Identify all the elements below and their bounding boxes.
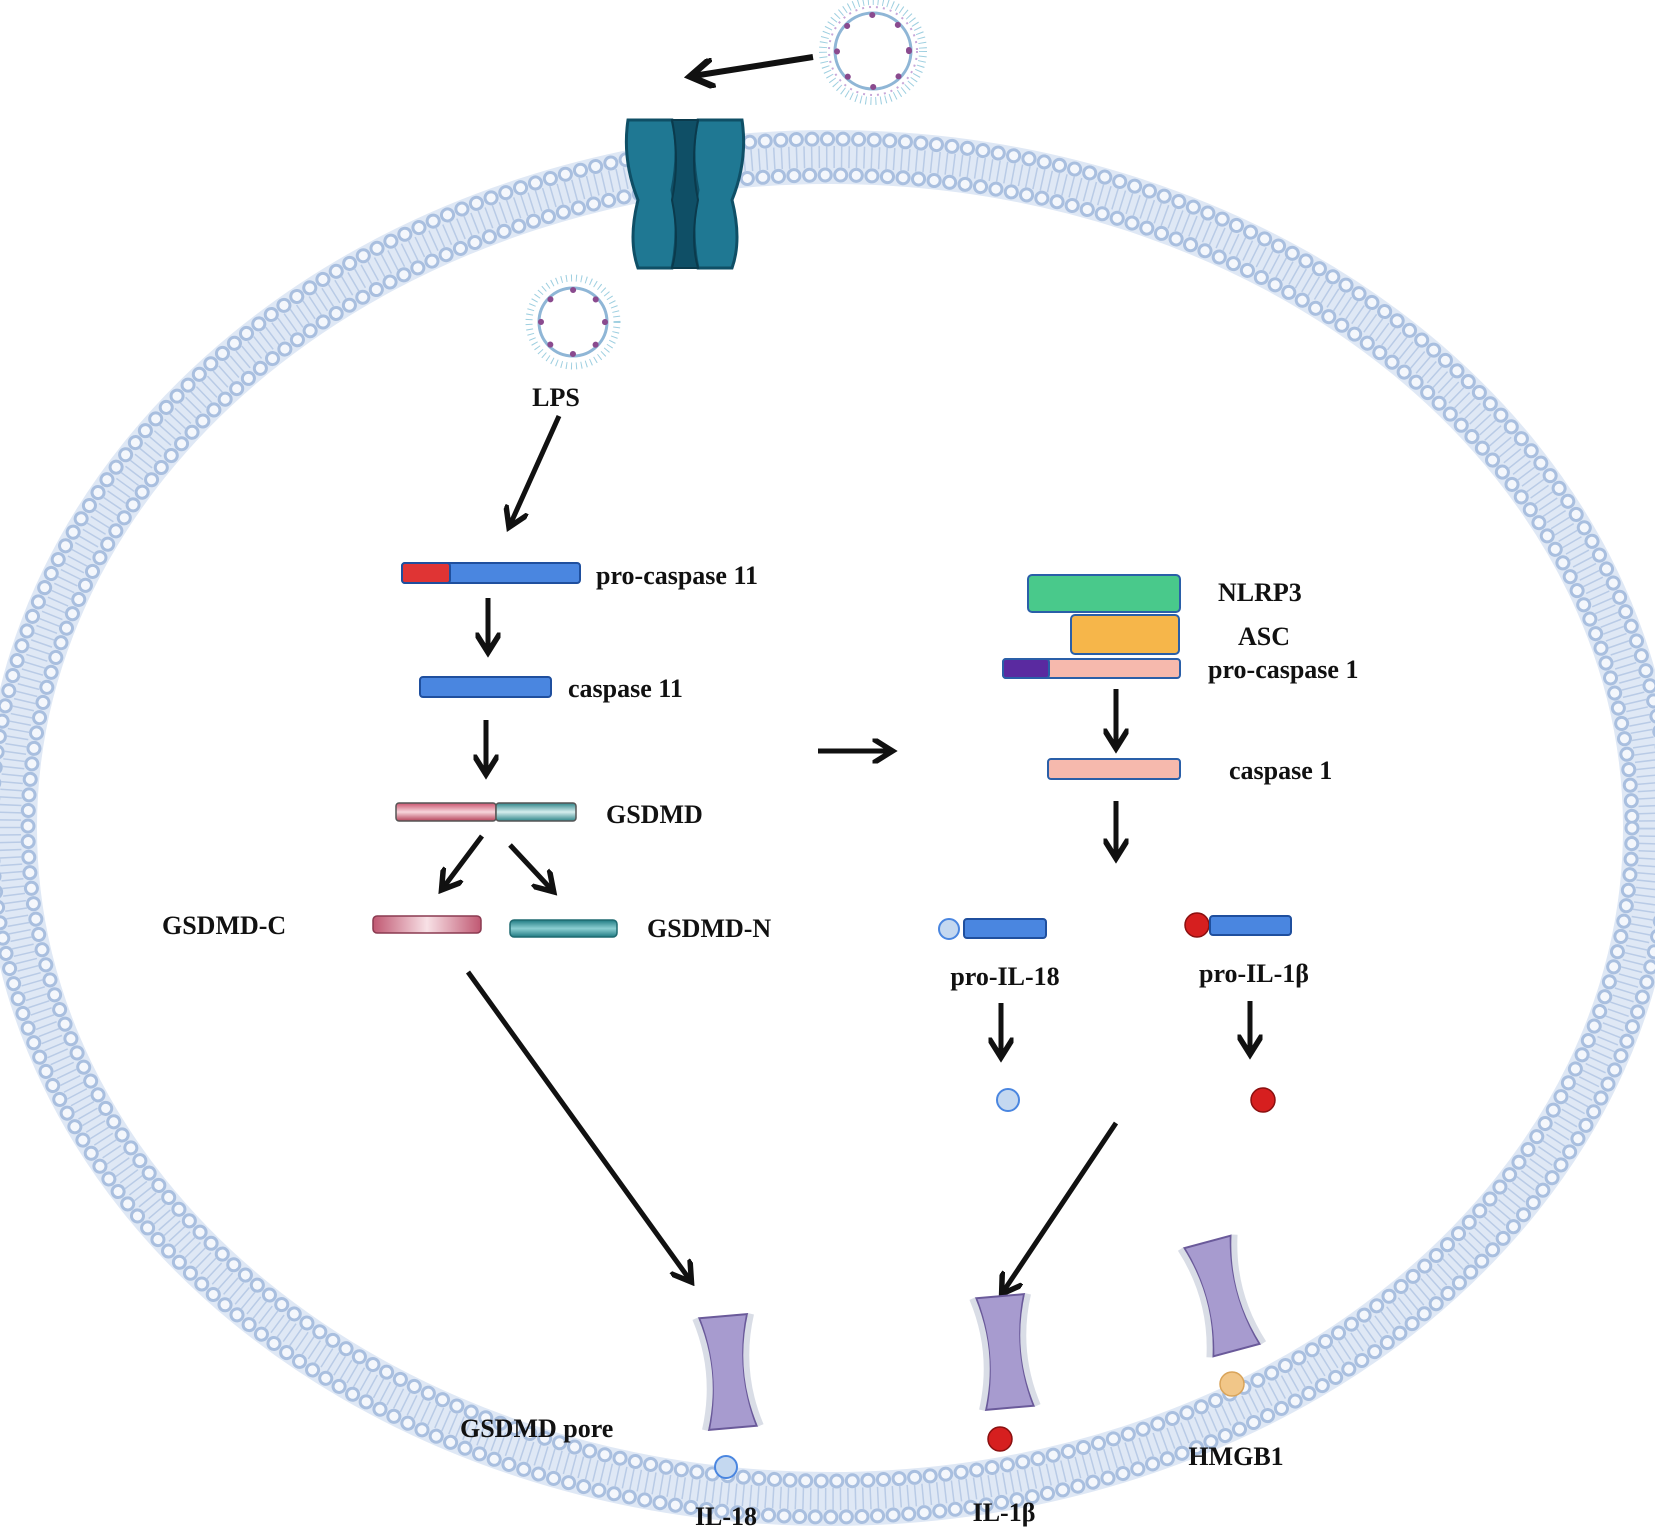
membrane-head-groups-inner-fill (23, 170, 1637, 1486)
gsdmd-n-fragment (509, 919, 618, 938)
il-1b-released (987, 1426, 1013, 1452)
label-pro-caspase-1: pro-caspase 1 (1208, 655, 1358, 684)
gsdmd-molecule (395, 802, 577, 822)
nlrp3-molecule (1027, 574, 1181, 613)
pro-il-18-molecule (938, 918, 1047, 940)
pro-caspase-1-molecule (1002, 658, 1181, 679)
label-gsdmd: GSDMD (606, 800, 703, 829)
gsdmd-c-fragment (372, 915, 482, 934)
lps-vesicle-inside (525, 274, 621, 370)
tlr4-receptor (624, 118, 746, 270)
arrow-gsdmd-n-to-pore (465, 970, 690, 1280)
label-il-18: IL-18 (695, 1502, 757, 1531)
gsdmd-pore-right (1177, 1234, 1267, 1358)
il-18-molecule-cytosol (996, 1088, 1020, 1112)
il-18-released (714, 1455, 738, 1479)
label-pro-il-1b: pro-IL-1β (1199, 959, 1309, 988)
label-gsdmd-n: GSDMD-N (647, 914, 771, 943)
label-caspase-1: caspase 1 (1229, 756, 1332, 785)
pro-il-1b-molecule (1184, 912, 1292, 938)
arrow-gsdmd-to-gsdmd-c (443, 834, 484, 888)
label-asc: ASC (1238, 622, 1290, 651)
membrane-head-groups-outer-fill (0, 134, 1655, 1522)
label-caspase-11: caspase 11 (568, 674, 683, 703)
arrow-gsdmd-to-gsdmd-n (508, 843, 552, 890)
label-hmgb1: HMGB1 (1188, 1442, 1283, 1471)
arrow-lps-to-pro-caspase-11 (510, 414, 562, 525)
pro-caspase-11-molecule (401, 562, 581, 584)
arrow-cytokines-to-pore (1003, 1121, 1119, 1292)
label-pro-caspase-11: pro-caspase 11 (596, 561, 758, 590)
label-gsdmd-c: GSDMD-C (162, 911, 286, 940)
label-il-1b: IL-1β (973, 1498, 1036, 1527)
il-1b-molecule-cytosol (1250, 1087, 1276, 1113)
gsdmd-pore-middle (969, 1293, 1041, 1411)
label-gsdmd-pore: GSDMD pore (460, 1414, 613, 1443)
hmgb1-released (1219, 1371, 1245, 1397)
membrane-tails (0, 146, 1655, 1510)
cell-membrane (0, 130, 1655, 1526)
label-nlrp3: NLRP3 (1218, 578, 1302, 607)
asc-molecule (1070, 614, 1180, 655)
lps-vesicle-outside (819, 0, 927, 105)
label-lps: LPS (532, 383, 580, 412)
label-pro-il-18: pro-IL-18 (950, 962, 1059, 991)
arrow-lps-to-receptor (693, 54, 814, 76)
caspase-1-molecule (1047, 758, 1181, 780)
caspase-11-molecule (419, 676, 552, 698)
gsdmd-pore-left (692, 1313, 764, 1431)
